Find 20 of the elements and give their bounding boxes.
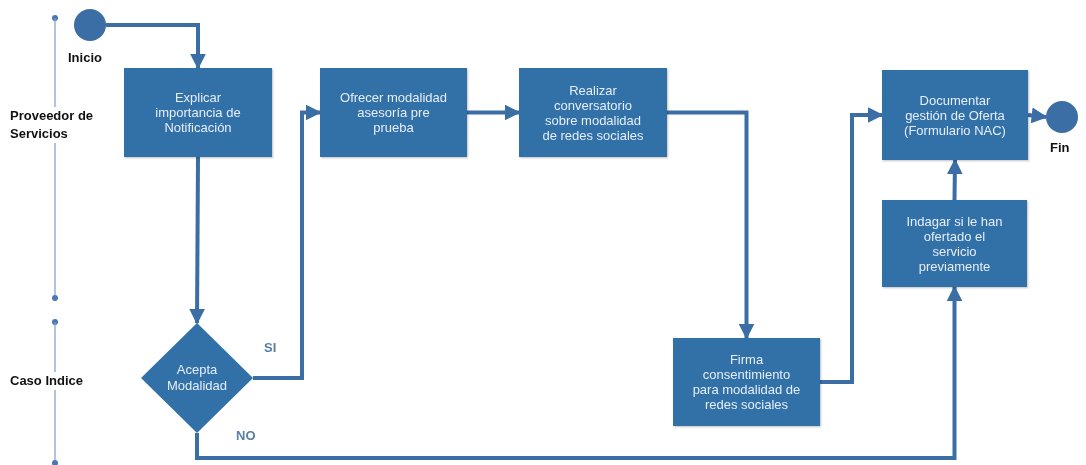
- edge-label: NO: [234, 428, 258, 443]
- arrow: [667, 110, 755, 340]
- process-box: Documentar gestión de Oferta (Formulario NAC): [882, 70, 1028, 160]
- arrow: [946, 158, 963, 201]
- process-box: Ofrecer modalidad asesoría pre prueba: [320, 68, 467, 157]
- arrow: [1027, 107, 1048, 124]
- arrow: [467, 104, 521, 121]
- arrow: [106, 23, 206, 70]
- decision-text: Acepta Modalidad: [166, 362, 228, 394]
- arrow: [195, 285, 963, 460]
- process-box: Realizar conversatorio sobre modalidad de redes sociales: [519, 68, 667, 157]
- arrow: [253, 104, 322, 380]
- process-box: Indagar si le han ofertado el servicio previamente: [882, 200, 1027, 287]
- arrow: [189, 157, 206, 325]
- edge-label: SI: [262, 340, 279, 355]
- arrow: [820, 107, 884, 384]
- process-box: Firma consentimiento para modalidad de redes sociales: [673, 338, 820, 426]
- process-box: Explicar importancia de Notificación: [124, 68, 272, 157]
- terminal-label: Inicio: [68, 50, 102, 65]
- terminal-label: Fin: [1050, 140, 1070, 155]
